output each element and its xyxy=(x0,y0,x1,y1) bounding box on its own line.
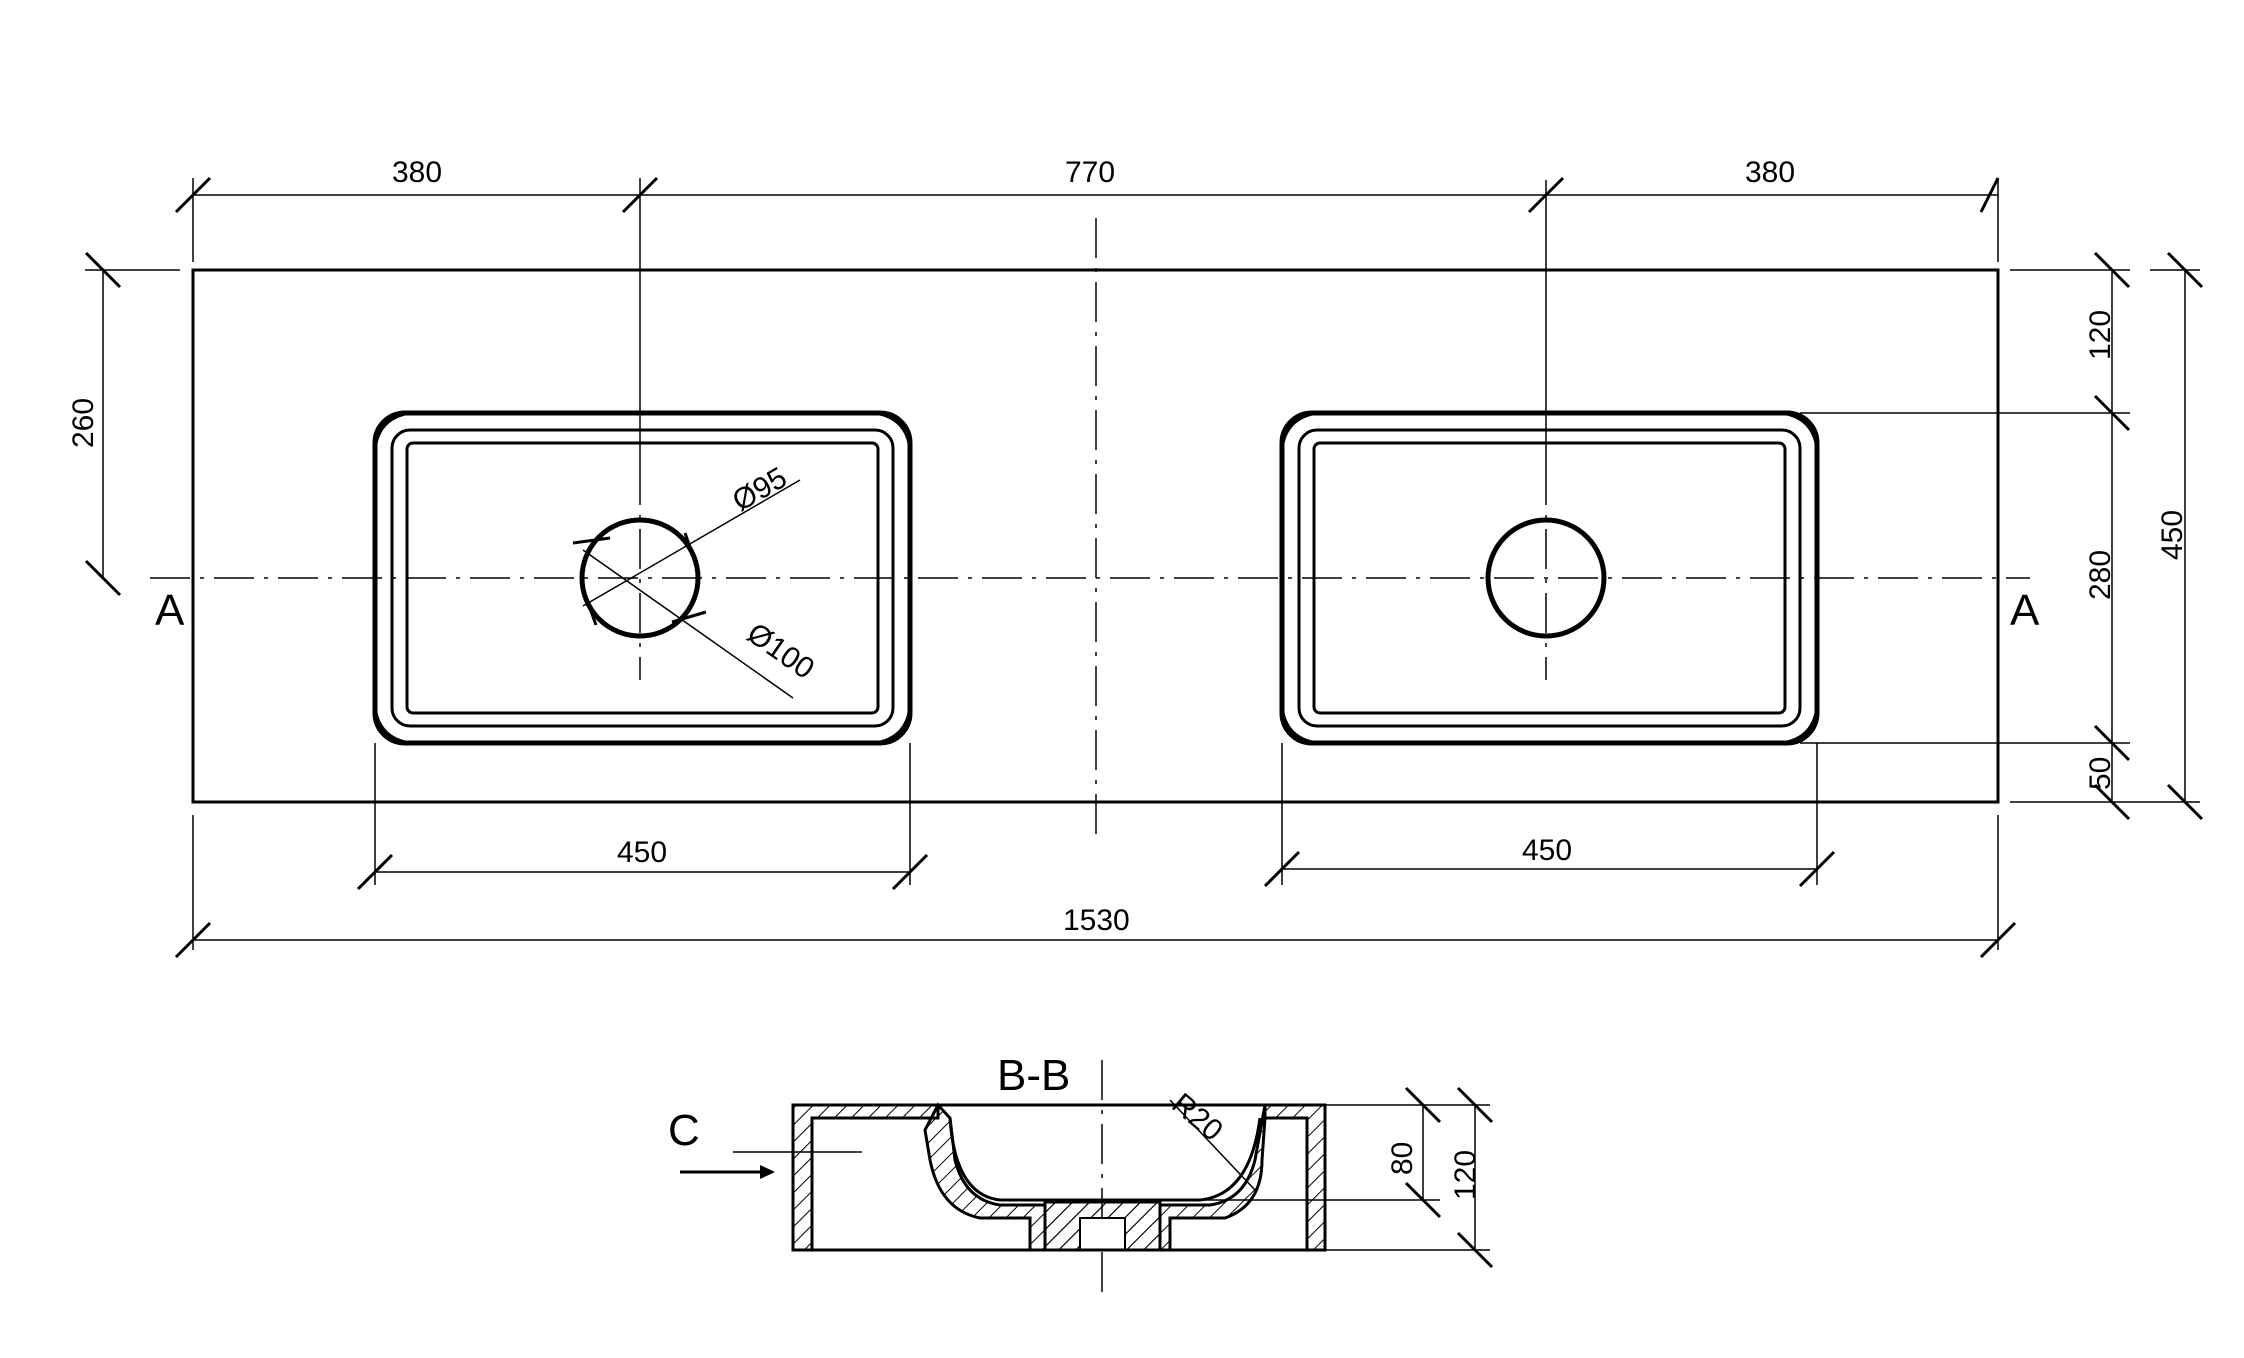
right-drain-circle xyxy=(1485,517,1607,639)
dim-basin-left-width: 450 xyxy=(617,836,667,869)
left-dimension: 260 xyxy=(67,251,180,597)
basin-shell-section xyxy=(923,1102,1267,1252)
right-dimension: 120 280 50 450 xyxy=(1800,251,2204,821)
section-mark-a-right: A xyxy=(2010,586,2040,635)
drain-inner-diameter-label: Ø95 xyxy=(727,461,793,518)
dim-total-width: 1530 xyxy=(1063,904,1130,937)
dim-right-mid: 280 xyxy=(2084,550,2117,600)
section-view-bb: B-B C R20 80 120 xyxy=(668,1051,1494,1292)
dim-right-top: 120 xyxy=(2084,310,2117,360)
dim-top-left: 380 xyxy=(392,156,442,189)
top-dimension: 380 770 380 xyxy=(174,156,2000,465)
right-basin xyxy=(1279,180,1820,746)
section-radius-label: R20 xyxy=(1166,1087,1229,1148)
view-label-c: C xyxy=(668,1106,700,1155)
right-wall-section xyxy=(1263,1103,1327,1252)
dim-right-bottom: 50 xyxy=(2084,757,2117,790)
basin-width-dimensions: 450 450 xyxy=(356,743,1836,891)
dim-right-total: 450 xyxy=(2156,510,2189,560)
dim-top-center: 770 xyxy=(1065,156,1115,189)
dim-section-depth: 80 xyxy=(1386,1142,1419,1175)
drain-outer-diameter-label: Ø100 xyxy=(741,617,820,686)
dim-basin-right-width: 450 xyxy=(1522,834,1572,867)
dim-left-height: 260 xyxy=(67,398,100,448)
dim-top-right: 380 xyxy=(1745,156,1795,189)
section-title-bb: B-B xyxy=(997,1051,1070,1100)
total-width-dimension: 1530 xyxy=(174,815,2017,959)
section-mark-a-left: A xyxy=(155,586,185,635)
left-drain-circle xyxy=(579,517,701,639)
left-wall-section xyxy=(791,1103,940,1252)
top-view: Ø95 Ø100 A A 380 xyxy=(67,156,2204,959)
dim-section-height: 120 xyxy=(1449,1150,1482,1200)
